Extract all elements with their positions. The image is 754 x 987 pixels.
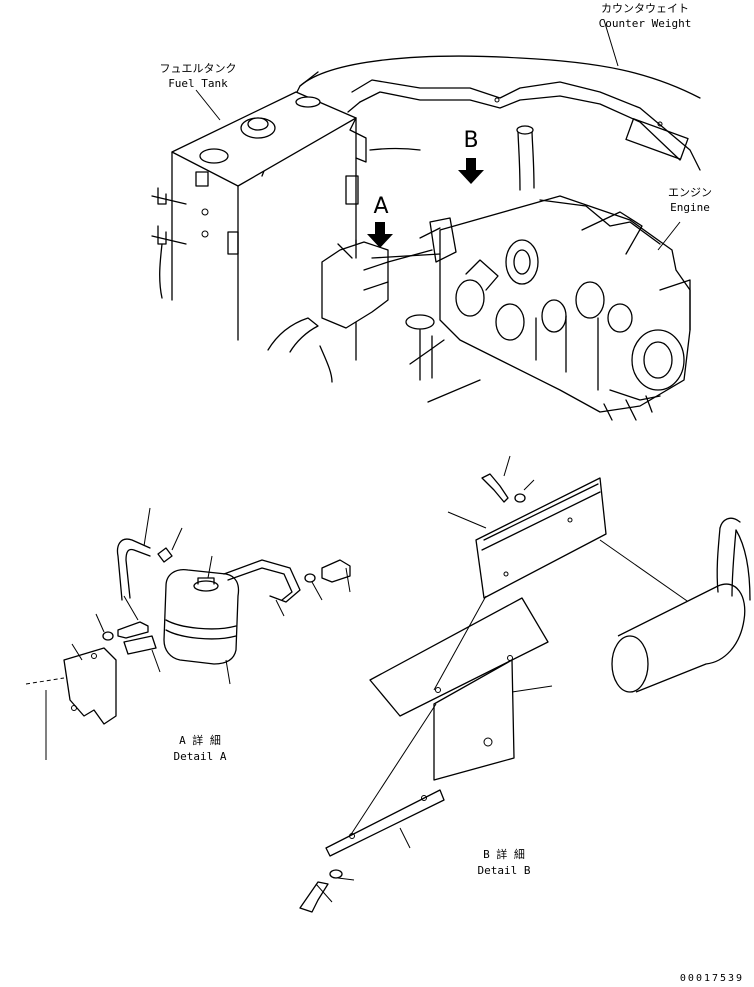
view-label-a: A [373, 194, 389, 219]
reservoir-tank-assembled [321, 239, 441, 329]
detail-b-label-jp: B 詳 細 [483, 848, 525, 861]
counter-weight-label-en: Counter Weight [598, 17, 692, 30]
engine [405, 125, 691, 421]
fuel-tank-label-jp: フュエルタンク [159, 62, 237, 75]
engine-label-jp: エンジン [668, 186, 712, 199]
engine-label-en: Engine [670, 201, 710, 214]
view-label-b: B [463, 128, 479, 153]
detail-a-parts [25, 507, 351, 760]
document-number: 00017539 [679, 973, 745, 984]
detail-b-parts [299, 455, 751, 913]
fuel-tank-label-en: Fuel Tank [168, 77, 228, 90]
detail-a-label-en: Detail A [173, 750, 227, 763]
detail-b-label-en: Detail B [477, 864, 531, 877]
counter-weight-label-jp: カウンタウェイト [601, 2, 689, 15]
frame-edge [267, 317, 333, 383]
view-arrow-b [458, 158, 484, 184]
detail-a-label-jp: A 詳 細 [179, 734, 221, 747]
counter-weight [261, 55, 701, 177]
callout-leaders-upper [195, 19, 681, 251]
view-arrow-a [367, 222, 393, 248]
